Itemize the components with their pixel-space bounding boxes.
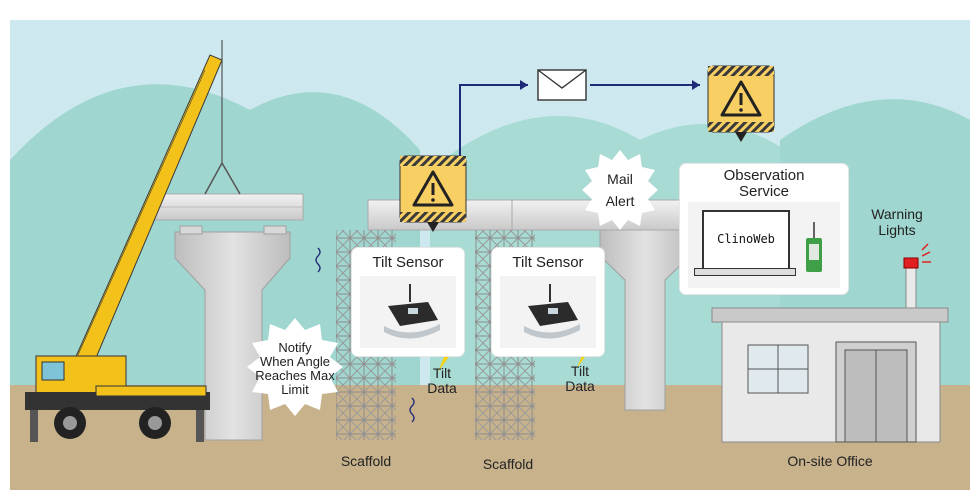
mail-alert-burst: [582, 150, 658, 230]
tilt-sensor-card-right: Tilt Sensor: [492, 248, 604, 356]
scaffold-label-left: Scaffold: [340, 453, 392, 469]
warning-sign-service: [707, 65, 775, 142]
laptop-base: [694, 268, 796, 276]
warning-lights-label: Warning Lights: [871, 206, 923, 238]
notify-label: Notify When Angle Reaches Max Limit: [255, 340, 335, 397]
observation-service-card: Observation Service ClinoWeb: [680, 164, 848, 294]
service-panel: ClinoWeb: [688, 202, 840, 288]
tilt-data-label-right: Tilt Data: [565, 363, 595, 394]
scaffold-label-right: Scaffold: [482, 456, 534, 472]
onsite-office-building: [711, 243, 949, 443]
tilt-sensor-title: Tilt Sensor: [372, 254, 444, 271]
sensor-image: [500, 276, 596, 348]
sensor-image: [360, 276, 456, 348]
laptop-screen: ClinoWeb: [702, 210, 790, 270]
observation-service-title: Observation Service: [723, 167, 805, 200]
tilt-sensor-card-left: Tilt Sensor: [352, 248, 464, 356]
envelope-icon: [537, 69, 587, 101]
logger-device: [806, 222, 822, 272]
crane: [25, 54, 223, 442]
onsite-office-label: On-site Office: [787, 453, 873, 469]
tilt-data-label-left: Tilt Data: [427, 365, 457, 396]
tilt-sensor-title: Tilt Sensor: [512, 254, 584, 271]
notify-burst: [247, 318, 343, 416]
mail-alert-label: Mail Alert: [605, 171, 635, 209]
warning-sign-deck: [399, 155, 467, 232]
clinoweb-label: ClinoWeb: [717, 232, 775, 246]
